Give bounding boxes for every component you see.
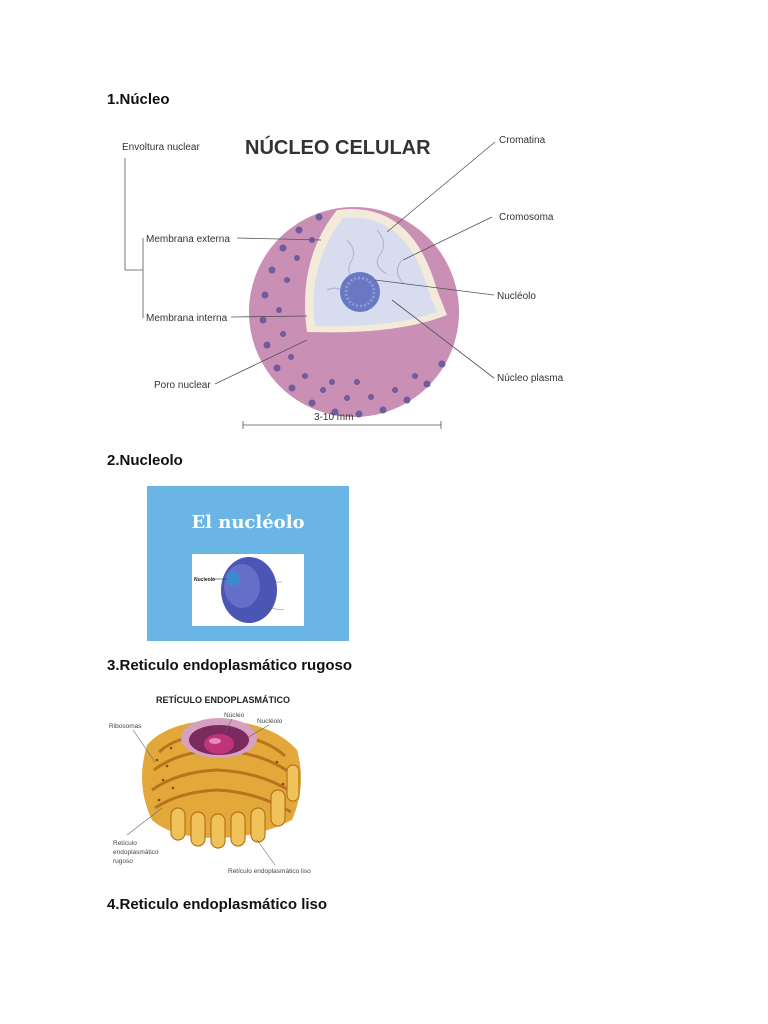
nuclear-pores [259,213,446,418]
smooth-er-tubes [170,764,300,849]
label-membrana-interna: Membrana interna [146,313,228,324]
label-cromosoma: Cromosoma [499,212,554,223]
section-heading-nucleolo: 2.Nucleolo [107,452,183,469]
ribosome-dots [155,746,285,802]
section-heading-rel: 4.Reticulo endoplasmático liso [107,896,328,913]
label-nucleolo-er: Nucléolo [257,718,283,725]
nucleolo-card-title: El nucléolo [191,512,304,533]
reticulo-title: RETÍCULO ENDOPLASMÁTICO [156,695,290,705]
nucleus-diagram: NÚCLEO CELULAR [107,120,567,440]
label-ribosomas: Ribosomas [109,723,142,730]
section-heading-nucleo: 1.Núcleo [107,91,170,108]
label-liso: Retículo endoplasmático liso [228,868,311,875]
scale-label: 3-10 mm [314,412,353,423]
label-rugoso-line3: rugoso [113,858,133,865]
label-rugoso-line1: Retículo [113,840,137,847]
label-nucleoplasma: Núcleo plasma [497,373,564,384]
label-nucleolo: Nucléolo [497,291,536,302]
diagram-title: NÚCLEO CELULAR [245,135,431,159]
label-membrana-externa: Membrana externa [146,234,230,245]
nucleolus-core [204,734,234,754]
label-nucleolo-small: Nucleolo [194,577,215,583]
nucleolo-image: El nucléolo Nucleolo [147,486,349,641]
label-envoltura-nuclear: Envoltura nuclear [122,142,200,153]
section-heading-rer: 3.Reticulo endoplasmático rugoso [107,657,353,674]
label-nucleo-er: Núcleo [224,712,245,719]
label-cromatina: Cromatina [499,135,546,146]
reticulo-diagram: RETÍCULO ENDOPLASMÁTICO Ribosomas Núcleo [107,690,322,880]
label-poro-nuclear: Poro nuclear [154,380,211,391]
label-rugoso-line2: endoplasmático [113,849,159,856]
nucleolus-dot [226,572,240,586]
